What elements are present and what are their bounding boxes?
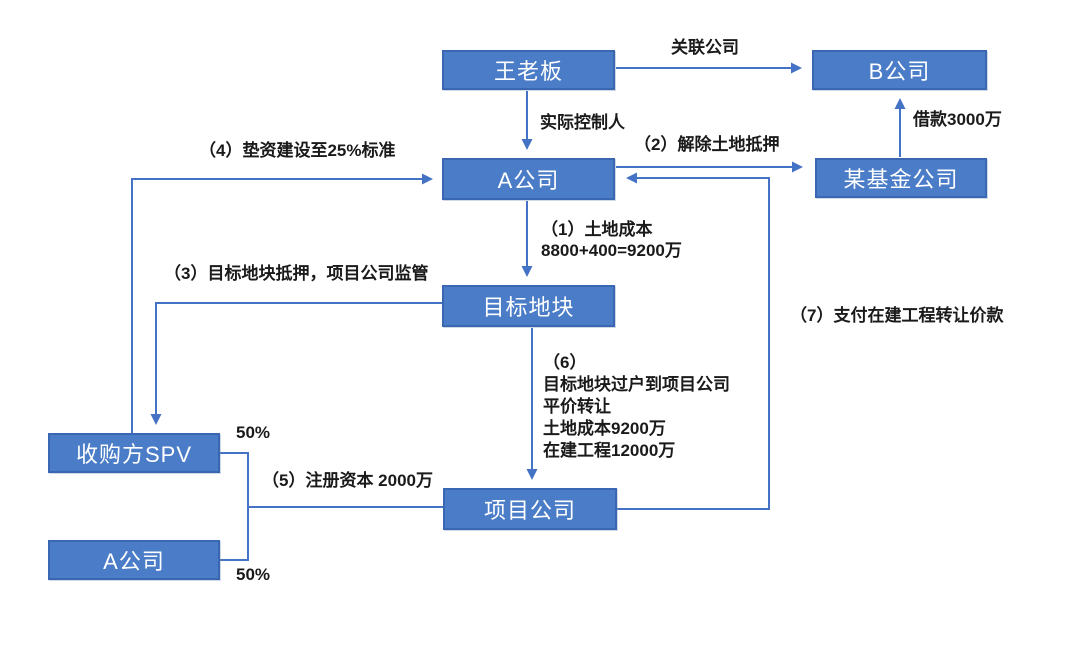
label-share-50-top: 50% [236, 423, 271, 442]
label-step7-payment: （7）支付在建工程转让价款 [790, 306, 1004, 325]
node-boss-wang: 王老板 [442, 50, 615, 90]
label-affiliated-company: 关联公司 [671, 38, 739, 57]
label-step3-land-mortgage-supervision: （3）目标地块抵押，项目公司监管 [164, 264, 429, 283]
edge-step5-bracket [220, 452, 249, 561]
label-actual-controller: 实际控制人 [540, 113, 625, 132]
edge-step4-arrow [131, 173, 433, 433]
edge-step7-arrow [617, 172, 770, 510]
label-loan-3000: 借款3000万 [913, 110, 1002, 129]
label-step5-registered-capital: （5）注册资本 2000万 [262, 471, 433, 490]
node-target-land: 目标地块 [442, 285, 615, 327]
node-company-a-bottom: A公司 [48, 540, 220, 580]
label-step2-release-mortgage: （2）解除土地抵押 [634, 135, 780, 154]
node-company-b: B公司 [812, 50, 987, 90]
node-company-a: A公司 [442, 158, 615, 200]
node-acquirer-spv: 收购方SPV [48, 433, 220, 473]
label-step1-land-cost: （1）土地成本 8800+400=9200万 [541, 220, 682, 260]
label-step6-transfer-details: （6） 目标地块过户到项目公司 平价转让 土地成本9200万 在建工程12000… [543, 353, 730, 460]
label-step4-advance-construction: （4）垫资建设至25%标准 [199, 141, 396, 160]
edge-step3-arrow [150, 302, 442, 425]
node-project-company: 项目公司 [443, 488, 617, 530]
node-fund-company: 某基金公司 [815, 158, 987, 198]
label-share-50-bottom: 50% [236, 565, 271, 584]
